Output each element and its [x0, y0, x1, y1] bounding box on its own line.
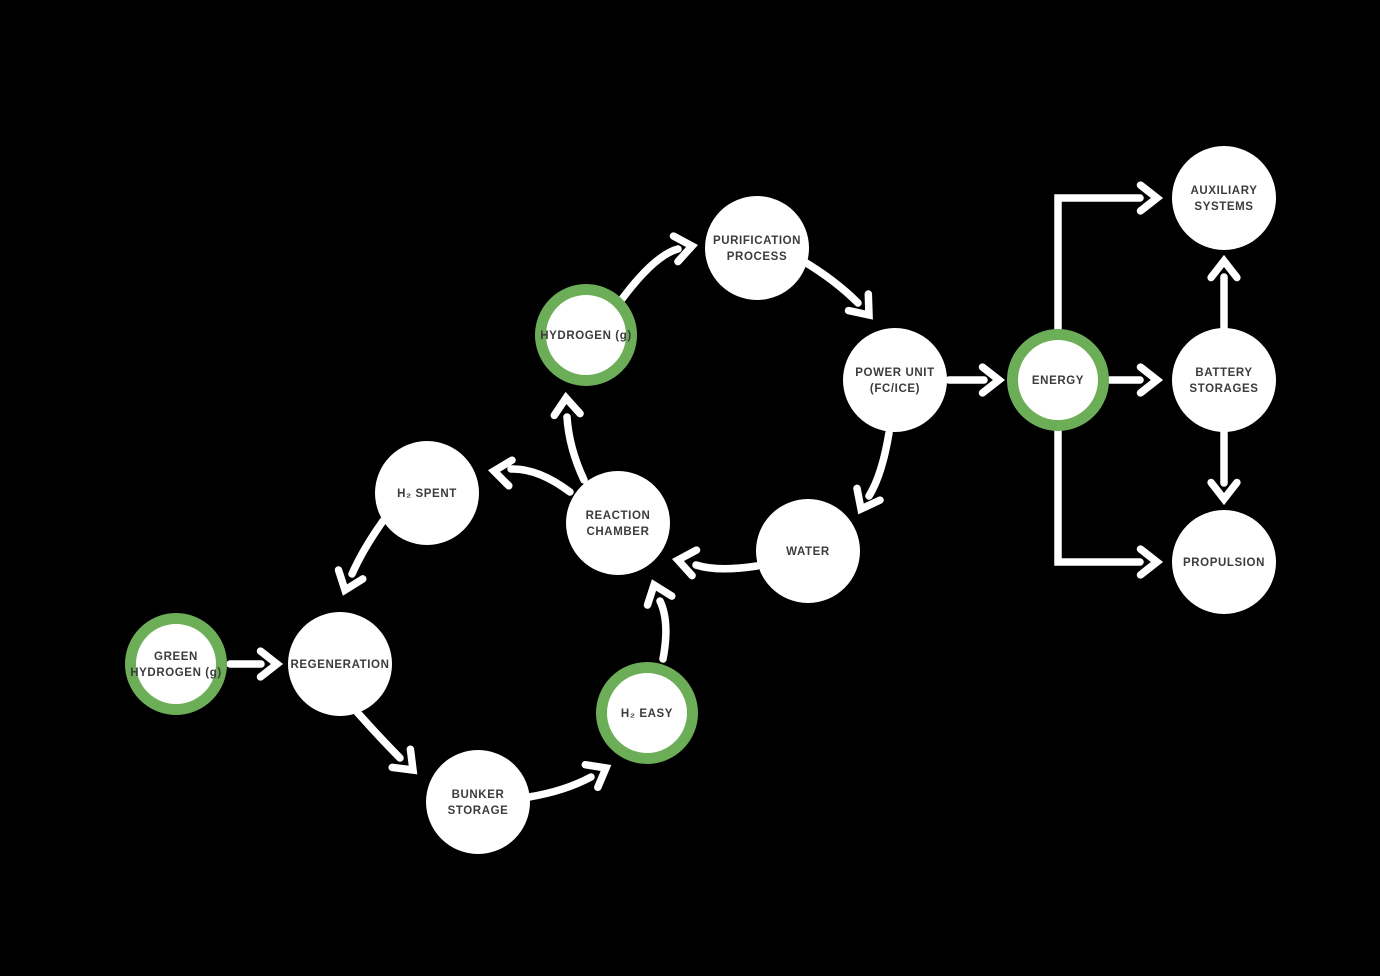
edge-line — [1054, 426, 1144, 566]
arrowhead-icon — [487, 456, 516, 490]
node-circle — [1172, 510, 1276, 614]
edge-reaction_chamber-to-hydrogen — [550, 391, 588, 484]
arrowhead-icon — [581, 760, 612, 792]
edge-line — [563, 413, 588, 484]
arrowhead-icon — [388, 745, 418, 775]
edge-line — [799, 257, 862, 307]
node-circle — [566, 471, 670, 575]
node-circle — [1172, 328, 1276, 432]
node-circle-highlighted — [125, 613, 227, 715]
node-energy: ENERGY — [1007, 329, 1109, 431]
node-label: POWER UNIT(FC/ICE) — [855, 367, 934, 395]
node-circle-highlighted — [1007, 329, 1109, 431]
edge-battery_storages-to-propulsion — [1207, 429, 1241, 506]
node-hydrogen: HYDROGEN (g) — [535, 284, 637, 386]
edge-power_unit-to-energy — [945, 363, 1006, 397]
arrowhead-icon — [334, 566, 367, 596]
edge-line — [618, 245, 682, 303]
node-water: WATER — [756, 499, 860, 603]
node-propulsion: PROPULSION — [1172, 510, 1276, 614]
edge-line — [692, 561, 761, 573]
arrowhead-icon — [672, 546, 701, 580]
edge-line — [507, 465, 574, 496]
arrowhead-icon — [669, 232, 698, 266]
edge-green_hydrogen-to-regeneration — [226, 647, 284, 681]
node-label: ENERGY — [1032, 375, 1084, 387]
node-circle — [288, 612, 392, 716]
edge-hydrogen-to-purification_process — [618, 232, 698, 303]
node-label: PROPULSION — [1183, 557, 1265, 569]
edge-line — [1054, 194, 1144, 334]
edge-energy-to-propulsion — [1054, 426, 1164, 579]
arrowhead-icon — [853, 484, 884, 515]
arrowhead-icon — [1207, 478, 1241, 506]
edge-line — [865, 429, 893, 500]
edge-line — [656, 597, 670, 663]
edge-purification_process-to-power_unit — [799, 257, 873, 320]
node-circle — [375, 441, 479, 545]
node-h2_easy: H₂ EASY — [596, 662, 698, 764]
edge-battery_storages-to-auxiliary_systems — [1207, 254, 1241, 331]
node-label: H₂ EASY — [621, 708, 673, 720]
edge-line — [348, 517, 387, 578]
node-circle — [705, 196, 809, 300]
node-circle-highlighted — [535, 284, 637, 386]
node-label: H₂ SPENT — [397, 488, 457, 500]
edge-water-to-reaction_chamber — [672, 546, 761, 580]
node-circle-highlighted — [596, 662, 698, 764]
arrowhead-icon — [978, 363, 1006, 397]
node-label: WATER — [786, 546, 830, 558]
node-label: HYDROGEN (g) — [540, 330, 632, 342]
arrowhead-icon — [1136, 545, 1164, 579]
edge-power_unit-to-water — [853, 429, 893, 515]
edge-line — [353, 708, 404, 762]
edge-line — [525, 773, 595, 801]
node-circle — [756, 499, 860, 603]
arrowhead-icon — [550, 391, 584, 420]
edges-layer — [226, 181, 1241, 801]
node-label: REGENERATION — [291, 659, 390, 671]
node-circle — [426, 750, 530, 854]
node-regeneration: REGENERATION — [288, 612, 392, 716]
arrowhead-icon — [1207, 254, 1241, 282]
edge-regeneration-to-bunker_storage — [353, 708, 418, 775]
arrowhead-icon — [844, 290, 873, 320]
edge-reaction_chamber-to-h2_spent — [487, 456, 574, 496]
node-circle — [843, 328, 947, 432]
edge-energy-to-auxiliary_systems — [1054, 181, 1164, 334]
edge-bunker_storage-to-h2_easy — [525, 760, 612, 801]
edge-h2_spent-to-regeneration — [334, 517, 387, 596]
arrowhead-icon — [1136, 181, 1164, 215]
node-circle — [1172, 146, 1276, 250]
node-power_unit: POWER UNIT(FC/ICE) — [843, 328, 947, 432]
edge-h2_easy-to-reaction_chamber — [643, 579, 676, 663]
node-h2_spent: H₂ SPENT — [375, 441, 479, 545]
arrowhead-icon — [643, 579, 676, 609]
arrowhead-icon — [256, 647, 284, 681]
arrowhead-icon — [1136, 363, 1164, 397]
edge-energy-to-battery_storages — [1106, 363, 1164, 397]
